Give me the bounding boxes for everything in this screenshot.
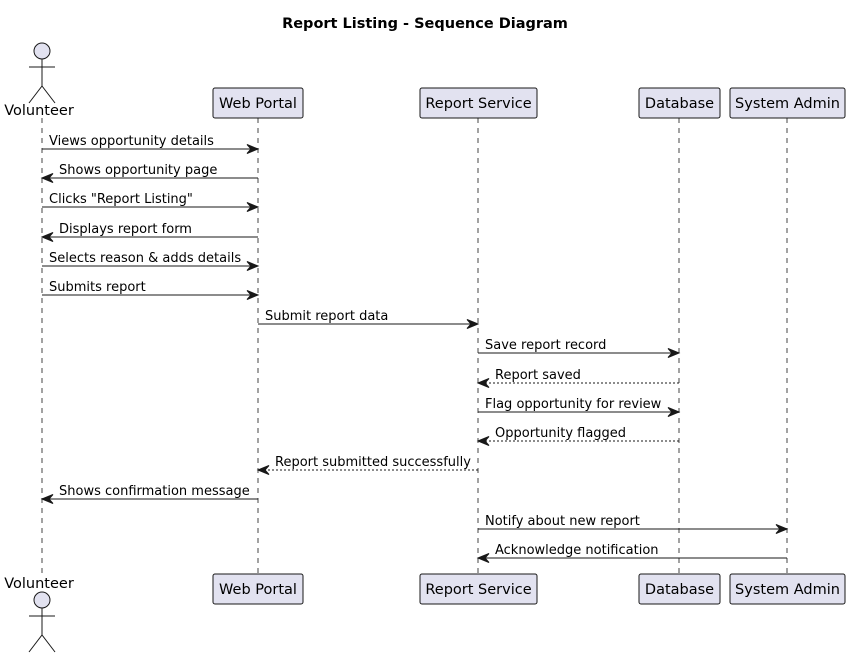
participant-box — [212, 573, 304, 605]
participant-box — [638, 573, 721, 605]
participant-box — [419, 573, 538, 605]
message-label: Clicks "Report Listing" — [49, 192, 193, 207]
message-12: Report submitted successfully — [256, 455, 478, 475]
arrowhead-icon — [40, 494, 54, 504]
participant-reportservice-top: Report Service — [419, 87, 538, 119]
participant-box — [729, 573, 846, 605]
message-15: Acknowledge notification — [476, 543, 787, 563]
participant-box — [729, 87, 846, 119]
participant-label: Report Service — [425, 96, 531, 112]
participant-webportal-top: Web Portal — [212, 87, 304, 119]
actor-volunteer-top: Volunteer — [4, 42, 74, 119]
message-11: Opportunity flagged — [476, 426, 679, 446]
message-label: Views opportunity details — [49, 134, 214, 149]
arrowhead-icon — [246, 144, 260, 154]
participant-label: System Admin — [735, 582, 840, 598]
message-5: Selects reason & adds details — [42, 251, 260, 271]
participant-label: System Admin — [735, 96, 840, 112]
participant-box — [212, 87, 304, 119]
participant-label: Report Service — [425, 582, 531, 598]
message-label: Flag opportunity for review — [485, 397, 662, 412]
message-9: Report saved — [476, 368, 679, 388]
participant-box — [638, 87, 721, 119]
actor-leg-right — [41, 85, 56, 104]
message-label: Shows confirmation message — [59, 484, 250, 499]
participant-label: Web Portal — [219, 96, 297, 112]
participant-database-top: Database — [638, 87, 721, 119]
message-10: Flag opportunity for review — [478, 397, 681, 417]
participant-database-bottom: Database — [638, 573, 721, 605]
arrowhead-icon — [775, 524, 789, 534]
participant-label: Database — [645, 582, 714, 598]
arrowhead-icon — [667, 348, 681, 358]
participant-label: Volunteer — [4, 576, 74, 592]
arrowhead-icon — [246, 202, 260, 212]
message-8: Save report record — [478, 338, 681, 358]
lifelines — [41, 118, 788, 574]
message-label: Report submitted successfully — [275, 455, 471, 470]
participant-sysadmin-bottom: System Admin — [729, 573, 846, 605]
actor-leg-left — [28, 85, 43, 104]
participant-box — [419, 87, 538, 119]
message-7: Submit report data — [258, 309, 480, 329]
diagram-title: Report Listing - Sequence Diagram — [282, 16, 568, 32]
participants-top: Volunteer Web Portal Report Service Databas… — [4, 42, 846, 119]
participant-label: Volunteer — [4, 103, 74, 119]
message-label: Shows opportunity page — [59, 163, 217, 178]
message-label: Acknowledge notification — [495, 543, 659, 558]
message-label: Submit report data — [265, 309, 388, 324]
message-label: Selects reason & adds details — [49, 251, 241, 266]
arrowhead-icon — [40, 173, 54, 183]
participants-bottom: Volunteer Web Portal Report Service Databas… — [4, 573, 846, 653]
message-4: Displays report form — [40, 222, 258, 242]
arrowhead-icon — [476, 378, 490, 388]
message-label: Notify about new report — [485, 514, 640, 529]
message-label: Report saved — [495, 368, 581, 383]
message-label: Save report record — [485, 338, 606, 353]
arrowhead-icon — [246, 290, 260, 300]
participant-label: Database — [645, 96, 714, 112]
actor-leg-left — [28, 634, 43, 653]
message-14: Notify about new report — [478, 514, 789, 534]
participant-label: Web Portal — [219, 582, 297, 598]
message-2: Shows opportunity page — [40, 163, 258, 183]
message-1: Views opportunity details — [42, 134, 260, 154]
arrowhead-icon — [40, 232, 54, 242]
participant-reportservice-bottom: Report Service — [419, 573, 538, 605]
arrowhead-icon — [246, 261, 260, 271]
message-label: Submits report — [49, 280, 146, 295]
actor-volunteer-bottom: Volunteer — [4, 576, 74, 653]
participant-webportal-bottom: Web Portal — [212, 573, 304, 605]
actor-figure-icon — [33, 591, 51, 609]
message-label: Displays report form — [59, 222, 192, 237]
message-13: Shows confirmation message — [40, 484, 258, 504]
participant-sysadmin-top: System Admin — [729, 87, 846, 119]
actor-figure-icon — [33, 42, 51, 60]
arrowhead-icon — [256, 465, 270, 475]
arrowhead-icon — [476, 553, 490, 563]
message-3: Clicks "Report Listing" — [42, 192, 260, 212]
arrowhead-icon — [466, 319, 480, 329]
actor-leg-right — [41, 634, 56, 653]
arrowhead-icon — [667, 407, 681, 417]
message-6: Submits report — [42, 280, 260, 300]
arrowhead-icon — [476, 436, 490, 446]
message-label: Opportunity flagged — [495, 426, 626, 441]
